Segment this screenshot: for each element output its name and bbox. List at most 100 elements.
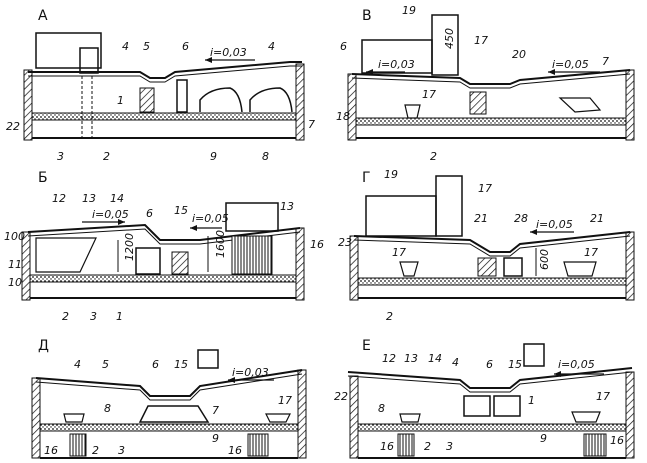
label-8: 8 <box>378 402 385 415</box>
dimension-450: 450 <box>443 28 456 49</box>
dimension-1200: 1200 <box>123 233 136 261</box>
floor-slab <box>39 423 299 432</box>
floor-slab <box>357 277 627 286</box>
label-9: 9 <box>540 432 547 445</box>
floor-slab <box>357 423 627 432</box>
label-19: 19 <box>384 168 398 181</box>
slope-arrowhead <box>554 371 561 377</box>
label-16: 16 <box>310 238 324 251</box>
right-wall <box>295 227 305 301</box>
label-20: 20 <box>512 48 526 61</box>
panel-letter-d: Д <box>38 338 49 354</box>
panel-e: Е i=0,05 12 13 14 4 6 15 1 17 22 8 16 2 … <box>334 338 635 459</box>
label-4: 4 <box>122 40 129 53</box>
funnel <box>404 104 421 119</box>
grating-16 <box>397 433 415 457</box>
left-wall <box>21 231 31 301</box>
label-19: 19 <box>402 4 416 17</box>
label-13b: 13 <box>280 200 294 213</box>
label-22: 22 <box>334 390 348 403</box>
slope-label: i=0,05 <box>536 218 573 231</box>
label-17: 17 <box>474 34 488 47</box>
label-11: 11 <box>8 258 22 271</box>
roof-line <box>347 367 633 389</box>
left-wall <box>349 375 359 459</box>
equipment-1 <box>139 87 155 113</box>
label-6: 6 <box>182 40 189 53</box>
tray <box>399 413 421 423</box>
chimney <box>431 14 459 76</box>
roof-line <box>28 61 302 79</box>
label-17: 17 <box>478 182 492 195</box>
grating-16 <box>583 433 607 457</box>
grating-16 <box>69 433 87 457</box>
roof-underside <box>35 373 303 401</box>
slope-arrowhead <box>118 219 125 225</box>
label-17b: 17 <box>392 246 406 259</box>
label-3: 3 <box>90 310 97 323</box>
drain-column <box>176 79 188 113</box>
slope-arrowhead <box>205 57 212 63</box>
panel-g: Г 600 i=0,05 19 17 21 28 21 23 17 17 2 <box>338 168 635 323</box>
roof-line <box>353 231 631 253</box>
label-22: 22 <box>6 120 20 133</box>
label-1: 1 <box>117 94 124 107</box>
label-8: 8 <box>262 150 269 163</box>
label-28: 28 <box>514 212 528 225</box>
label-9: 9 <box>212 432 219 445</box>
equipment-1 <box>469 91 487 115</box>
roof-line <box>35 369 303 397</box>
equipment-1 <box>135 247 161 275</box>
slope-label-left: i=0,05 <box>92 208 129 221</box>
label-17b: 17 <box>422 88 436 101</box>
right-wall <box>625 371 635 459</box>
label-1: 1 <box>116 310 123 323</box>
slope-label: i=0,03 <box>210 46 247 59</box>
tank <box>35 237 97 273</box>
vent-shaft <box>79 47 99 74</box>
roof-underside <box>28 65 302 83</box>
dimension-600: 600 <box>538 249 551 270</box>
label-14: 14 <box>428 352 442 365</box>
tray <box>571 411 601 423</box>
label-6: 6 <box>486 358 493 371</box>
skylight <box>225 202 279 232</box>
label-17: 17 <box>278 394 292 407</box>
slope-arrowhead <box>530 229 537 235</box>
label-4: 4 <box>74 358 81 371</box>
label-17c: 17 <box>584 246 598 259</box>
roof-underside <box>347 371 633 393</box>
label-13: 13 <box>82 192 96 205</box>
slope-arrowhead <box>228 377 235 383</box>
floor-slab <box>355 117 627 126</box>
roof-line <box>351 69 631 85</box>
equipment <box>503 257 523 277</box>
vent-shaft <box>197 349 219 369</box>
label-2: 2 <box>62 310 69 323</box>
panel-v: В 450 i=0,03 i=0,05 19 17 6 20 7 18 17 2 <box>336 4 635 163</box>
label-21: 21 <box>474 212 488 225</box>
label-21b: 21 <box>590 212 604 225</box>
label-16b: 16 <box>610 434 624 447</box>
label-13: 13 <box>404 352 418 365</box>
slope-arrowhead <box>366 69 373 75</box>
label-16: 16 <box>44 444 58 457</box>
panel-a: А i=0,03 4 5 6 4 1 22 3 2 9 8 <box>6 8 315 163</box>
label-2: 2 <box>424 440 431 453</box>
panel-letter-g: Г <box>362 170 371 186</box>
label-15: 15 <box>174 204 188 217</box>
roof-superstructure <box>365 195 437 237</box>
label-6: 6 <box>146 207 153 220</box>
slope-label-left: i=0,03 <box>378 58 415 71</box>
floor-slab <box>29 274 297 283</box>
label-2: 2 <box>92 444 99 457</box>
chimney <box>435 175 463 237</box>
slope-label: i=0,05 <box>558 358 595 371</box>
grating-16 <box>247 433 269 457</box>
slope-label-right: i=0,05 <box>192 212 229 225</box>
tray <box>265 413 291 423</box>
label-16: 16 <box>380 440 394 453</box>
label-100: 100 <box>4 230 25 243</box>
left-wall <box>23 69 33 141</box>
